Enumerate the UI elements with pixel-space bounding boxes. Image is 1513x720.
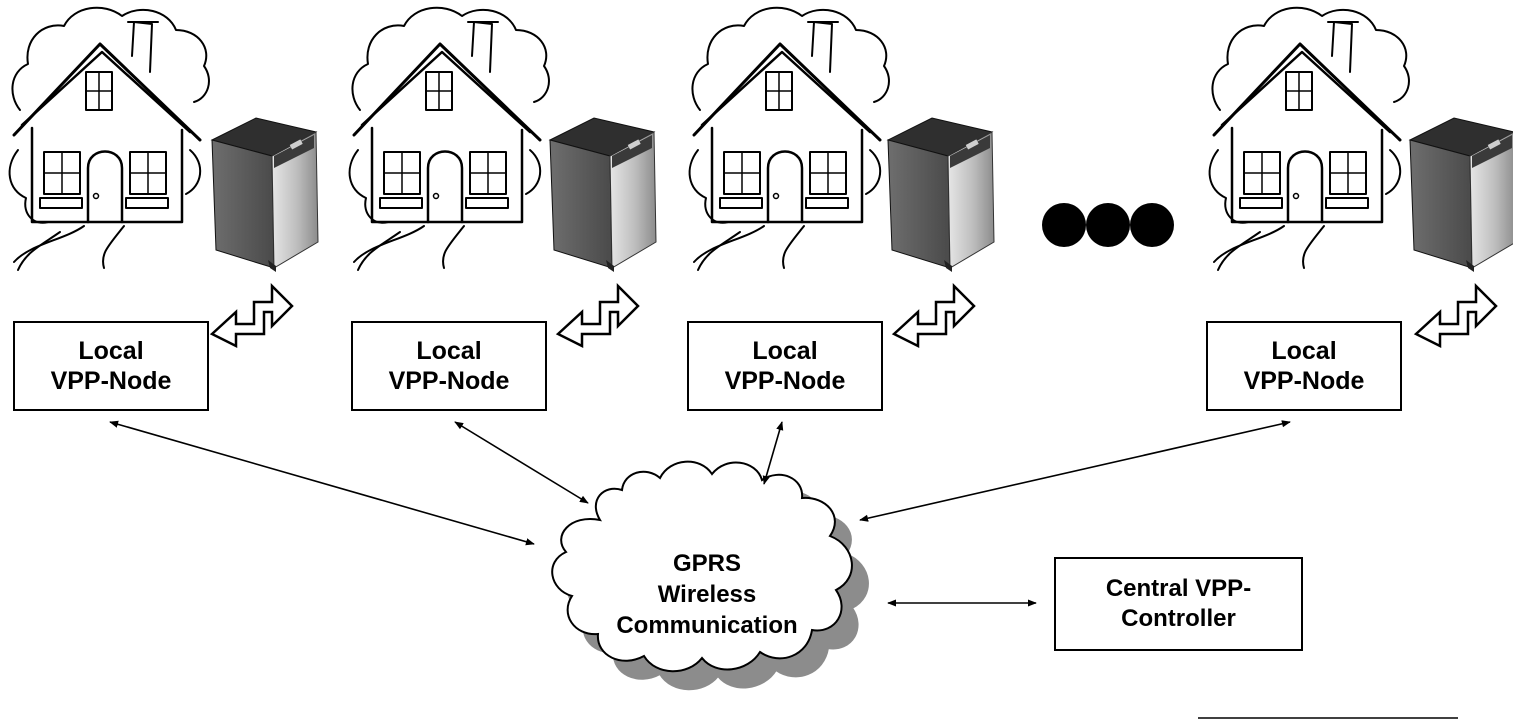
hollow-bent-arrow-icon [1414, 284, 1498, 348]
gprs-cloud-label: GPRS Wireless Communication [604, 548, 810, 641]
power-unit-icon [211, 117, 319, 273]
house-sketch-icon [688, 6, 891, 272]
hollow-bent-arrow-icon [556, 284, 640, 348]
local-vpp-node-box: Local VPP-Node [351, 321, 547, 411]
link-node3-cloud [762, 421, 784, 485]
node-label-line2: VPP-Node [50, 367, 172, 395]
power-unit-icon [549, 117, 657, 273]
local-vpp-node-box: Local VPP-Node [13, 321, 209, 411]
house-sketch-icon [1208, 6, 1411, 272]
cloud-label-line1: GPRS [672, 550, 741, 577]
house-sketch-icon [348, 6, 551, 272]
hollow-bent-arrow-icon [210, 284, 294, 348]
link-node4-cloud [859, 420, 1291, 522]
cloud-label-line3: Communication [616, 612, 798, 639]
power-unit-icon [1409, 117, 1513, 273]
cloud-label-line2: Wireless [657, 581, 757, 608]
node-label-line1: Local [78, 337, 144, 365]
central-vpp-controller-box: Central VPP- Controller [1054, 557, 1303, 651]
power-unit-icon [887, 117, 995, 273]
node-label-line2: VPP-Node [1243, 367, 1365, 395]
node-label-line1: Local [1271, 337, 1337, 365]
node-label-line2: VPP-Node [724, 367, 846, 395]
controller-label-line2: Controller [1121, 605, 1236, 632]
gprs-cloud-shape [551, 460, 869, 691]
house-sketch-icon [8, 6, 211, 272]
controller-label-line1: Central VPP- [1105, 575, 1252, 602]
hollow-bent-arrow-icon [892, 284, 976, 348]
link-node1-cloud [109, 420, 535, 546]
ellipsis-dots-icon [1042, 203, 1174, 247]
link-node2-cloud [454, 421, 589, 504]
local-vpp-node-box: Local VPP-Node [687, 321, 883, 411]
node-label-line2: VPP-Node [388, 367, 510, 395]
node-label-line1: Local [416, 337, 482, 365]
local-vpp-node-box: Local VPP-Node [1206, 321, 1402, 411]
node-label-line1: Local [752, 337, 818, 365]
